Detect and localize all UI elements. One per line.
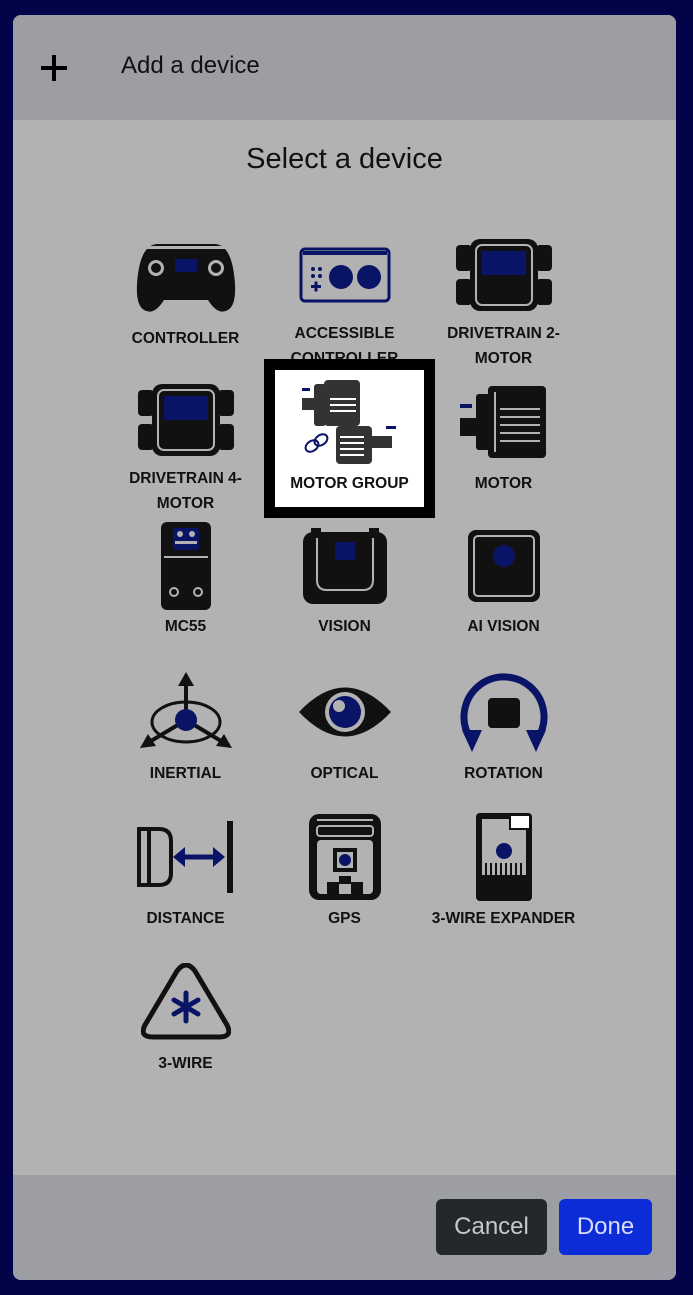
device-label: ROTATION [464,765,543,782]
device-tile-accessible-controller[interactable]: ACCESSIBLE CONTROLLER [265,226,424,371]
3-wire-icon [136,959,236,1045]
device-label: INERTIAL [149,765,222,782]
motor-group-icon [300,379,400,465]
device-label: OPTICAL [310,765,379,782]
device-grid: CONTROLLER ACCESSIBLE CONTROLLER [106,226,583,1096]
device-label: 3-WIRE [158,1055,213,1072]
device-tile-3-wire-expander[interactable]: 3-WIRE EXPANDER [424,806,583,951]
device-label: 3-WIRE EXPANDER [431,910,576,927]
device-tile-controller[interactable]: CONTROLLER [106,226,265,371]
gps-icon [295,814,395,900]
dialog-header: Add a device [13,15,676,120]
rotation-icon [454,669,554,755]
drivetrain-2-motor-icon [454,234,554,315]
device-label: VISION [318,618,371,635]
motor-icon [454,379,554,465]
device-tile-optical[interactable]: OPTICAL [265,661,424,806]
device-label: MOTOR GROUP [290,475,409,492]
device-label: GPS [328,910,361,927]
cancel-button[interactable]: Cancel [436,1199,547,1255]
optical-icon [295,669,395,755]
device-tile-rotation[interactable]: ROTATION [424,661,583,806]
device-tile-ai-vision[interactable]: AI VISION [424,516,583,661]
device-label: DRIVETRAIN 2-MOTOR [447,325,560,367]
device-tile-motor[interactable]: MOTOR [424,371,583,516]
device-label: AI VISION [467,618,540,635]
device-label: MC55 [164,618,207,635]
done-button[interactable]: Done [559,1199,652,1255]
plus-icon[interactable] [39,53,69,83]
device-tile-3-wire[interactable]: 3-WIRE [106,951,265,1096]
controller-icon [136,234,236,320]
dialog-footer: Cancel Done [13,1175,676,1280]
device-tile-mc55[interactable]: MC55 [106,516,265,661]
distance-icon [136,814,236,900]
accessible-controller-icon [295,234,395,315]
device-label: MOTOR [474,475,533,492]
device-tile-gps[interactable]: GPS [265,806,424,951]
drivetrain-4-motor-icon [136,379,236,460]
device-tile-drivetrain-2-motor[interactable]: DRIVETRAIN 2-MOTOR [424,226,583,371]
device-tile-drivetrain-4-motor[interactable]: DRIVETRAIN 4-MOTOR [106,371,265,516]
select-device-heading: Select a device [246,143,443,175]
device-label: DISTANCE [146,910,225,927]
add-device-dialog: Add a device Select a device CONTROLLER [13,15,676,1280]
ai-vision-icon [454,518,554,614]
device-label: CONTROLLER [131,330,240,347]
device-tile-vision[interactable]: VISION [265,516,424,661]
mc55-icon [136,518,236,614]
dialog-title: Add a device [121,52,260,79]
device-tile-inertial[interactable]: INERTIAL [106,661,265,806]
device-tile-motor-group[interactable]: MOTOR GROUP [264,359,435,518]
device-tile-distance[interactable]: DISTANCE [106,806,265,951]
device-label: DRIVETRAIN 4-MOTOR [129,470,242,512]
3-wire-expander-icon [454,813,554,901]
inertial-icon [136,669,236,755]
vision-icon [295,518,395,614]
